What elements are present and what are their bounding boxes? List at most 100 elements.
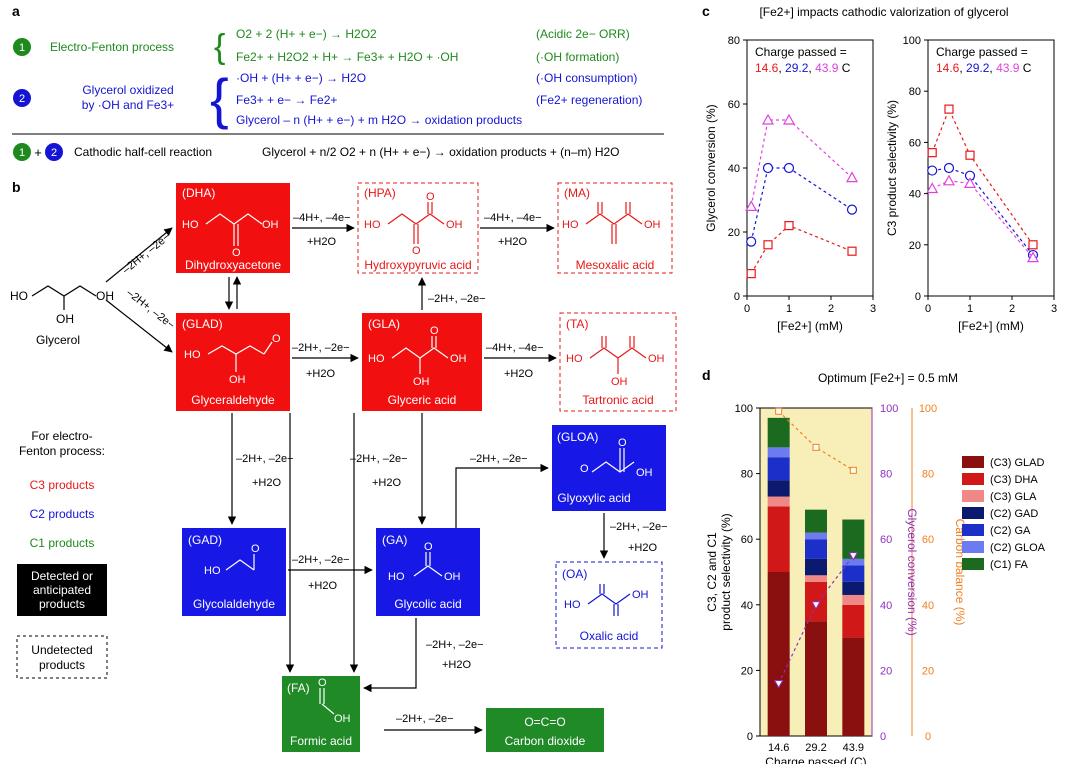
glycerol-ho: HO [10, 289, 28, 303]
fa-oh: OH [334, 713, 351, 725]
glycerol-oh-bottom: OH [56, 312, 74, 326]
conv-point-29-2-3 [846, 204, 858, 215]
conv-ytick-label: 60 [728, 99, 740, 111]
conv-point-29-2-2 [783, 162, 795, 174]
conv-ytick-label: 40 [728, 163, 740, 175]
box-co2 [486, 708, 604, 752]
bar-segment-c3gla [805, 575, 827, 582]
conv-series-line-43-9 [750, 119, 853, 207]
charge-14-6-right: 14.6 [936, 61, 960, 75]
box-ma [557, 182, 673, 274]
legend-undetected-1: Undetected [31, 643, 92, 657]
bar-segment-c3gla [767, 496, 790, 507]
carbon-ytick-label: 0 [925, 731, 931, 743]
legend-title-2: Fenton process: [19, 444, 105, 458]
combined-badge-1-number: 1 [19, 147, 25, 159]
conv-xlabel: [Fe2+] (mM) [777, 319, 843, 333]
box-dha [176, 183, 290, 273]
panel-b: b HO OH OH Glycerol (DHA) HO OH O Dihydr… [10, 179, 677, 752]
gla-ho: HO [368, 353, 385, 365]
sel-ylabel: C3 product selectivity (%) [885, 100, 899, 236]
panel-label-b: b [12, 179, 21, 195]
bar-segment-c1fa [842, 519, 865, 559]
reaction-3-note: (·OH consumption) [536, 71, 637, 85]
bar-segment-c1fa [767, 417, 790, 448]
sel-point-14-6-2 [965, 150, 975, 160]
gla-structure [391, 336, 449, 374]
combined-badge-2 [45, 143, 63, 161]
legend-detected-3: products [39, 597, 85, 611]
conversion-line [778, 555, 854, 684]
label-glad-gla: –2H+, –2e− [292, 342, 350, 354]
bar-segment-c3dha [842, 604, 865, 638]
step-2-label-line-2: by ·OH and Fe3+ [82, 98, 174, 112]
label-gla-ga: –2H+, –2e− [350, 453, 408, 465]
label-gly-glad: –2H+, –2e− [124, 287, 177, 332]
conv-ytick-label: 0 [880, 731, 886, 743]
bar-segment-c3glad [805, 621, 827, 736]
sel-series-line-14-6 [931, 107, 1034, 246]
label-dha-hpa: –4H+, –4e− [293, 212, 351, 224]
conv-point-29-2-1 [762, 162, 774, 174]
conv-xtick-label: 3 [870, 303, 876, 315]
box-gloa [552, 425, 666, 511]
step-1-number: 1 [19, 42, 25, 54]
box-oa-name: Oxalic acid [580, 629, 639, 643]
gloa-o-left: O [580, 463, 589, 475]
conversion-point [773, 680, 784, 689]
glad-oh: OH [229, 374, 246, 386]
box-gad [182, 528, 286, 616]
reaction-1-note: (Acidic 2e− ORR) [536, 27, 630, 41]
panel-label-a: a [12, 3, 20, 19]
hpa-structure [387, 202, 445, 244]
conv-ytick-label: 80 [728, 35, 740, 47]
box-gla-abbr: (GLA) [368, 317, 400, 331]
bar-segment-c2gad [767, 480, 790, 497]
pathway-legend: For electro- Fenton process: C3 products… [16, 429, 108, 679]
bar-segment-c2ga [805, 539, 827, 559]
bar-ytick-label: 100 [735, 403, 753, 415]
glad-ho: HO [184, 349, 201, 361]
label-gloa-oa-water: +H2O [628, 542, 657, 554]
glycerol-structure [31, 285, 97, 310]
sel-ytick-label: 60 [909, 137, 921, 149]
label-hpa-ma-water: +H2O [498, 236, 527, 248]
reaction-2-note: (·OH formation) [536, 50, 619, 64]
bar-ytick-label: 40 [741, 600, 753, 612]
reaction-4-note: (Fe2+ regeneration) [536, 93, 642, 107]
box-ga-name: Glycolic acid [394, 597, 461, 611]
oa-oh: OH [632, 589, 649, 601]
conversion-point [811, 601, 821, 610]
bar-xlabel: Charge passed (C) [765, 755, 866, 764]
bar-segment-c3gla [842, 594, 865, 605]
chart-c-left-charges: 14.6, 29.2, 43.9 C [755, 61, 851, 75]
carbon-ytick-label: 80 [922, 469, 934, 481]
charge-29-2: 29.2 [785, 61, 809, 75]
box-dha-name: Dihydroxyacetone [185, 258, 281, 272]
panel-d-legend: (C3) GLAD(C3) DHA(C3) GLA(C2) GAD(C2) GA… [962, 456, 1046, 571]
carbon-ytick-label: 40 [922, 600, 934, 612]
legend-swatch-4 [962, 524, 984, 536]
bar-category-label: 43.9 [843, 742, 864, 754]
box-ta-abbr: (TA) [566, 317, 588, 331]
ta-ho: HO [566, 353, 583, 365]
sel-xtick-label: 0 [925, 303, 931, 315]
ga-oh: OH [444, 571, 461, 583]
ga-ho: HO [388, 571, 405, 583]
sel-xtick-label: 1 [967, 303, 973, 315]
label-glad-gla-water: +H2O [306, 368, 335, 380]
oa-structure [587, 584, 631, 616]
glycerol-label: Glycerol [36, 333, 80, 347]
conv-ytick-label: 20 [880, 665, 892, 677]
box-dha-abbr: (DHA) [182, 186, 215, 200]
conv-ytick-label: 20 [728, 227, 740, 239]
step-1-badge [13, 38, 31, 56]
box-glad [176, 313, 290, 411]
ta-oh-bottom: OH [611, 376, 628, 388]
charge-14-6: 14.6 [755, 61, 779, 75]
carbon-ytick-label: 100 [919, 403, 937, 415]
charge-unit-right: C [1023, 61, 1032, 75]
label-gla-ta-water: +H2O [504, 368, 533, 380]
box-oa-abbr: (OA) [562, 567, 587, 581]
